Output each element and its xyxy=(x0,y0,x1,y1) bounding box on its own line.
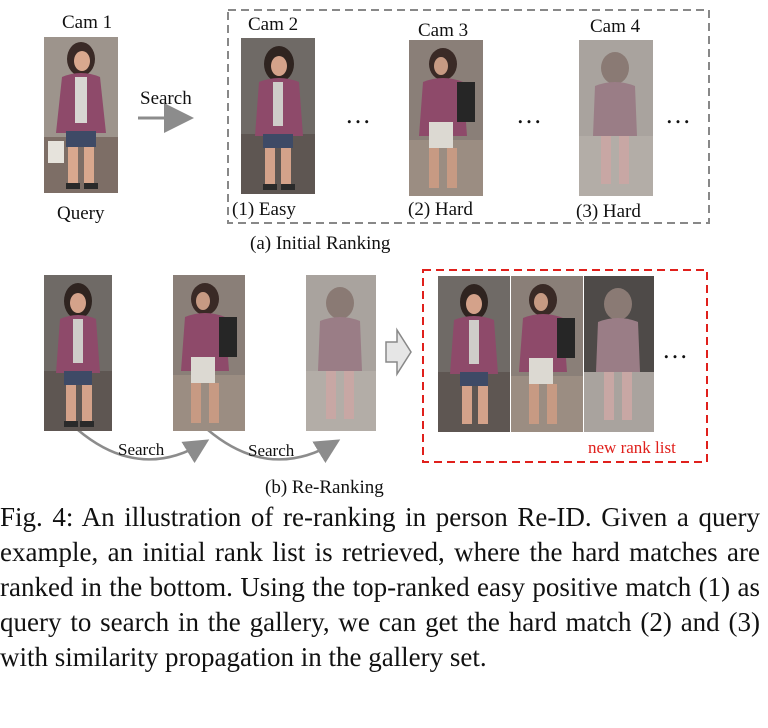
ellipsis-3: … xyxy=(665,100,693,129)
match-label-hard-2: (3) Hard xyxy=(576,201,641,222)
cam-label-3: Cam 3 xyxy=(418,20,469,41)
rerank-hard-image-1 xyxy=(173,275,245,431)
new-rank-list-label: new rank list xyxy=(588,438,676,457)
rerank-hard-image-2 xyxy=(306,275,376,431)
block-arrow xyxy=(385,327,412,377)
search-arc-2 xyxy=(207,429,341,464)
initial-ranking-dashed-box xyxy=(227,9,710,224)
match-image-hard-1 xyxy=(409,40,483,196)
ellipsis-4: … xyxy=(662,335,690,364)
search-label-arc-2: Search xyxy=(248,441,295,460)
new-rank-image-2 xyxy=(511,276,583,432)
match-image-hard-2 xyxy=(579,40,653,196)
query-label: Query xyxy=(57,203,105,224)
match-label-easy: (1) Easy xyxy=(232,199,296,220)
rerank-query-image xyxy=(44,275,112,431)
search-label-top: Search xyxy=(140,88,192,109)
match-image-easy xyxy=(241,38,315,194)
cam-label-4: Cam 4 xyxy=(590,16,641,37)
subtitle-re-ranking: (b) Re-Ranking xyxy=(265,477,384,498)
cam-label-2: Cam 2 xyxy=(248,14,299,35)
search-label-arc-1: Search xyxy=(118,440,165,459)
figure-caption: Fig. 4: An illustration of re-ranking in… xyxy=(0,500,760,675)
caption-prefix: Fig. 4: xyxy=(0,502,74,532)
new-rank-image-1 xyxy=(438,276,510,432)
figure-lines xyxy=(77,9,710,464)
ellipsis-1: … xyxy=(345,100,373,129)
match-label-hard-1: (2) Hard xyxy=(408,199,473,220)
query-cam-label: Cam 1 xyxy=(62,12,113,33)
query-image xyxy=(44,37,118,193)
search-arc-1 xyxy=(77,429,210,464)
ellipsis-2: … xyxy=(516,100,544,129)
subtitle-initial-ranking: (a) Initial Ranking xyxy=(250,233,391,254)
new-rank-list-dashed-box xyxy=(422,269,708,463)
new-rank-image-3 xyxy=(584,276,654,432)
caption-text: An illustration of re-ranking in person … xyxy=(0,502,760,672)
